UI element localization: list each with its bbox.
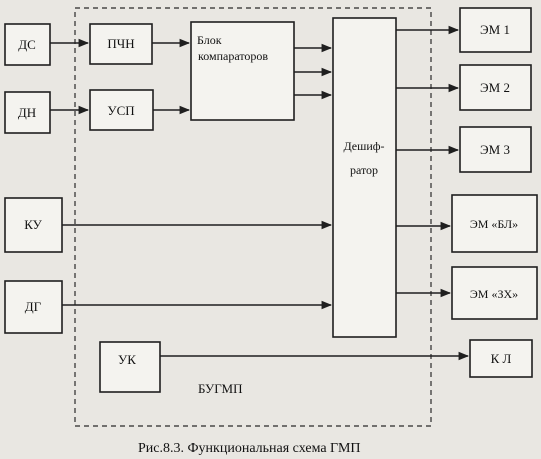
label-comparator-line2: компараторов (198, 49, 268, 63)
label-decoder-line1: Дешиф- (343, 139, 384, 153)
label-decoder-line2: ратор (350, 163, 378, 177)
label-dn: ДН (18, 105, 36, 120)
label-em2: ЭМ 2 (480, 80, 510, 95)
block-kl: К Л (469, 339, 533, 378)
block-em-bl: ЭМ «БЛ» (451, 194, 538, 253)
label-em-bl: ЭМ «БЛ» (470, 217, 518, 231)
block-ku: КУ (4, 197, 63, 253)
label-em1: ЭМ 1 (480, 22, 510, 37)
label-comparator-line1: Блок (197, 33, 222, 47)
label-usp: УСП (107, 103, 134, 118)
block-dn: ДН (4, 91, 51, 134)
label-ku: КУ (24, 217, 42, 232)
frame-label: БУГМП (198, 381, 243, 396)
label-em3: ЭМ 3 (480, 142, 510, 157)
block-uk: УК (99, 341, 161, 393)
block-ds: ДС (4, 23, 51, 66)
label-uk: УК (118, 352, 136, 367)
block-em1: ЭМ 1 (459, 7, 532, 53)
label-dg: ДГ (25, 299, 42, 314)
block-usp: УСП (89, 89, 154, 131)
label-em-zx: ЭМ «ЗХ» (470, 287, 518, 301)
label-kl: К Л (491, 351, 512, 366)
block-decoder: Дешиф- ратор (332, 17, 397, 338)
figure-caption: Рис.8.3. Функциональная схема ГМП (138, 441, 361, 456)
label-ds: ДС (18, 37, 36, 52)
block-dg: ДГ (4, 280, 63, 334)
block-em3: ЭМ 3 (459, 126, 532, 173)
connections (50, 25, 470, 361)
label-pchn: ПЧН (107, 36, 134, 51)
block-pchn: ПЧН (89, 23, 153, 65)
block-comparators: Блок компараторов (190, 21, 295, 121)
block-em-zx: ЭМ «ЗХ» (451, 266, 538, 320)
block-em2: ЭМ 2 (459, 64, 532, 111)
